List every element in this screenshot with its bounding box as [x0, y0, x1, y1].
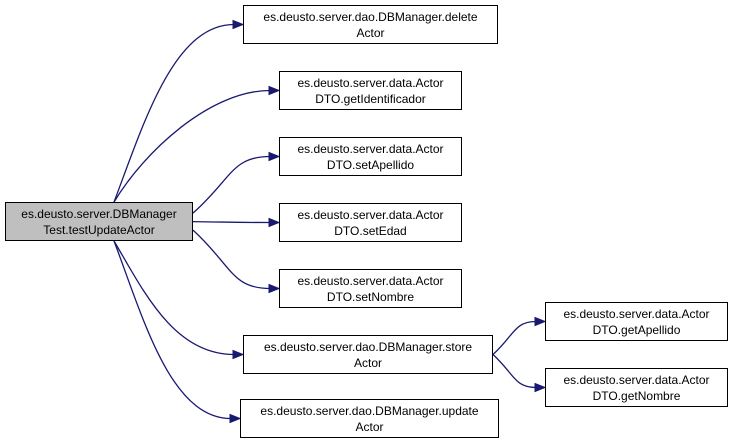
call-edge-root-n6 — [113, 240, 235, 356]
node-label-line1: es.deusto.server.data.Actor — [563, 372, 710, 387]
node-label-line2: DTO.setEdad — [334, 223, 407, 238]
arrowhead-n8 — [534, 316, 547, 327]
node-label-line1: es.deusto.server.dao.DBManager.store — [263, 339, 473, 354]
arrowhead-n6 — [232, 349, 245, 360]
node-getidentificador[interactable]: es.deusto.server.data.Actor DTO.getIdent… — [279, 71, 462, 110]
node-label-line2: DTO.getIdentificador — [315, 91, 426, 106]
node-setapellido[interactable]: es.deusto.server.data.Actor DTO.setApell… — [279, 137, 462, 176]
call-edge-root-n5 — [192, 229, 271, 290]
node-label-line1: es.deusto.server.data.Actor — [297, 141, 444, 156]
call-edge-root-n7 — [113, 240, 232, 420]
arrowhead-n4 — [268, 217, 281, 228]
node-updateactor[interactable]: es.deusto.server.dao.DBManager.update Ac… — [240, 399, 499, 438]
node-label-line1: es.deusto.server.data.Actor — [297, 207, 444, 222]
call-edge-root-n4 — [192, 220, 271, 224]
node-setedad[interactable]: es.deusto.server.data.Actor DTO.setEdad — [279, 203, 462, 242]
node-label-line1: es.deusto.server.data.Actor — [297, 273, 444, 288]
node-label-line2: Actor — [355, 419, 384, 434]
node-label-line1: es.deusto.server.dao.DBManager.update — [260, 403, 479, 418]
call-edge-root-n3 — [192, 155, 271, 214]
node-storeactor[interactable]: es.deusto.server.dao.DBManager.store Act… — [243, 335, 493, 374]
node-label-line1: es.deusto.server.data.Actor — [563, 306, 710, 321]
node-label-line2: Test.testUpdateActor — [43, 222, 155, 237]
arrowhead-n5 — [268, 283, 281, 294]
node-label-line2: Actor — [353, 355, 382, 370]
node-label-line1: es.deusto.server.DBManager — [21, 206, 177, 221]
node-label-line2: DTO.setNombre — [326, 289, 415, 304]
call-edge-root-n1 — [113, 23, 235, 203]
arrowhead-n1 — [232, 19, 245, 30]
node-deleteactor[interactable]: es.deusto.server.dao.DBManager.delete Ac… — [243, 5, 498, 44]
node-label-line2: DTO.getApellido — [592, 322, 681, 337]
node-label-line2: DTO.getNombre — [592, 388, 681, 403]
arrowhead-n7 — [229, 413, 242, 424]
call-edge-n6-n8 — [492, 320, 537, 355]
node-getapellido[interactable]: es.deusto.server.data.Actor DTO.getApell… — [545, 302, 728, 341]
arrowhead-n9 — [534, 382, 547, 393]
call-edge-n6-n9 — [492, 354, 537, 389]
node-setnombre[interactable]: es.deusto.server.data.Actor DTO.setNombr… — [279, 269, 462, 308]
node-label-line1: es.deusto.server.dao.DBManager.delete — [263, 9, 478, 24]
node-label-line1: es.deusto.server.data.Actor — [297, 75, 444, 90]
call-edge-root-n2 — [113, 89, 271, 203]
node-label-line2: Actor — [356, 25, 385, 40]
arrowhead-n3 — [268, 151, 281, 162]
node-label-line2: DTO.setApellido — [326, 157, 415, 172]
node-root-testupdateactor: es.deusto.server.DBManager Test.testUpda… — [5, 202, 193, 241]
arrowhead-n2 — [268, 85, 281, 96]
node-getnombre[interactable]: es.deusto.server.data.Actor DTO.getNombr… — [545, 368, 728, 407]
